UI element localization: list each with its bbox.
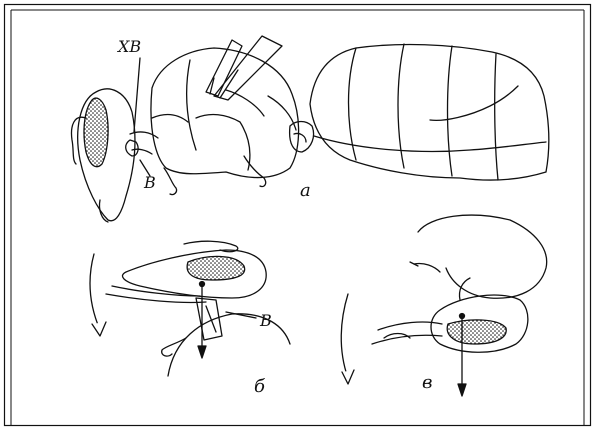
label-b-lower: В	[259, 311, 272, 330]
pronotum	[152, 115, 188, 122]
panel-v-detail	[341, 215, 546, 396]
thorax-suture-2	[196, 115, 250, 170]
label-panel-b: б	[254, 376, 266, 397]
arrow-v-head	[342, 370, 354, 384]
petiole-detail	[294, 133, 306, 142]
abdomen-outline	[310, 45, 549, 180]
abdomen-segment-2	[398, 44, 404, 168]
petiole	[290, 122, 314, 153]
thorax-suture-3	[226, 90, 264, 116]
abdomen-segment-3	[448, 46, 453, 176]
figure-frame	[5, 5, 591, 426]
arrow-b-head	[92, 322, 106, 336]
eye-v	[447, 320, 506, 344]
thorax-outline	[151, 48, 299, 178]
abdomen-sternite	[430, 86, 518, 120]
pivot-arrow-b-head	[198, 346, 206, 358]
pivot-dot-b	[200, 282, 205, 287]
thorax-v	[418, 215, 547, 298]
arrow-b-curve	[90, 254, 100, 330]
arrow-v-curve	[341, 294, 348, 378]
neck-sclerite	[126, 140, 138, 156]
compound-eye	[84, 98, 108, 167]
pivot-dot-v	[460, 314, 465, 319]
leg-mid	[244, 156, 266, 187]
leg-v	[414, 263, 440, 272]
label-panel-v: в	[422, 372, 432, 393]
thorax-suture-1	[187, 60, 196, 150]
neck-b	[106, 286, 206, 303]
plate-b	[196, 298, 222, 340]
abdomen-segment-1	[349, 48, 357, 160]
leg-b	[162, 338, 186, 356]
panel-b-detail	[90, 241, 290, 376]
eye-b	[187, 256, 245, 280]
abdomen-segment-4	[495, 54, 498, 180]
label-b-upper: В	[143, 173, 156, 192]
label-xv: ХВ	[116, 37, 141, 56]
label-a: а	[300, 180, 311, 201]
pivot-arrow-v-head	[458, 384, 466, 396]
neck-v	[459, 278, 470, 300]
xv-leader	[134, 58, 140, 132]
abdomen-ventral	[314, 136, 546, 151]
